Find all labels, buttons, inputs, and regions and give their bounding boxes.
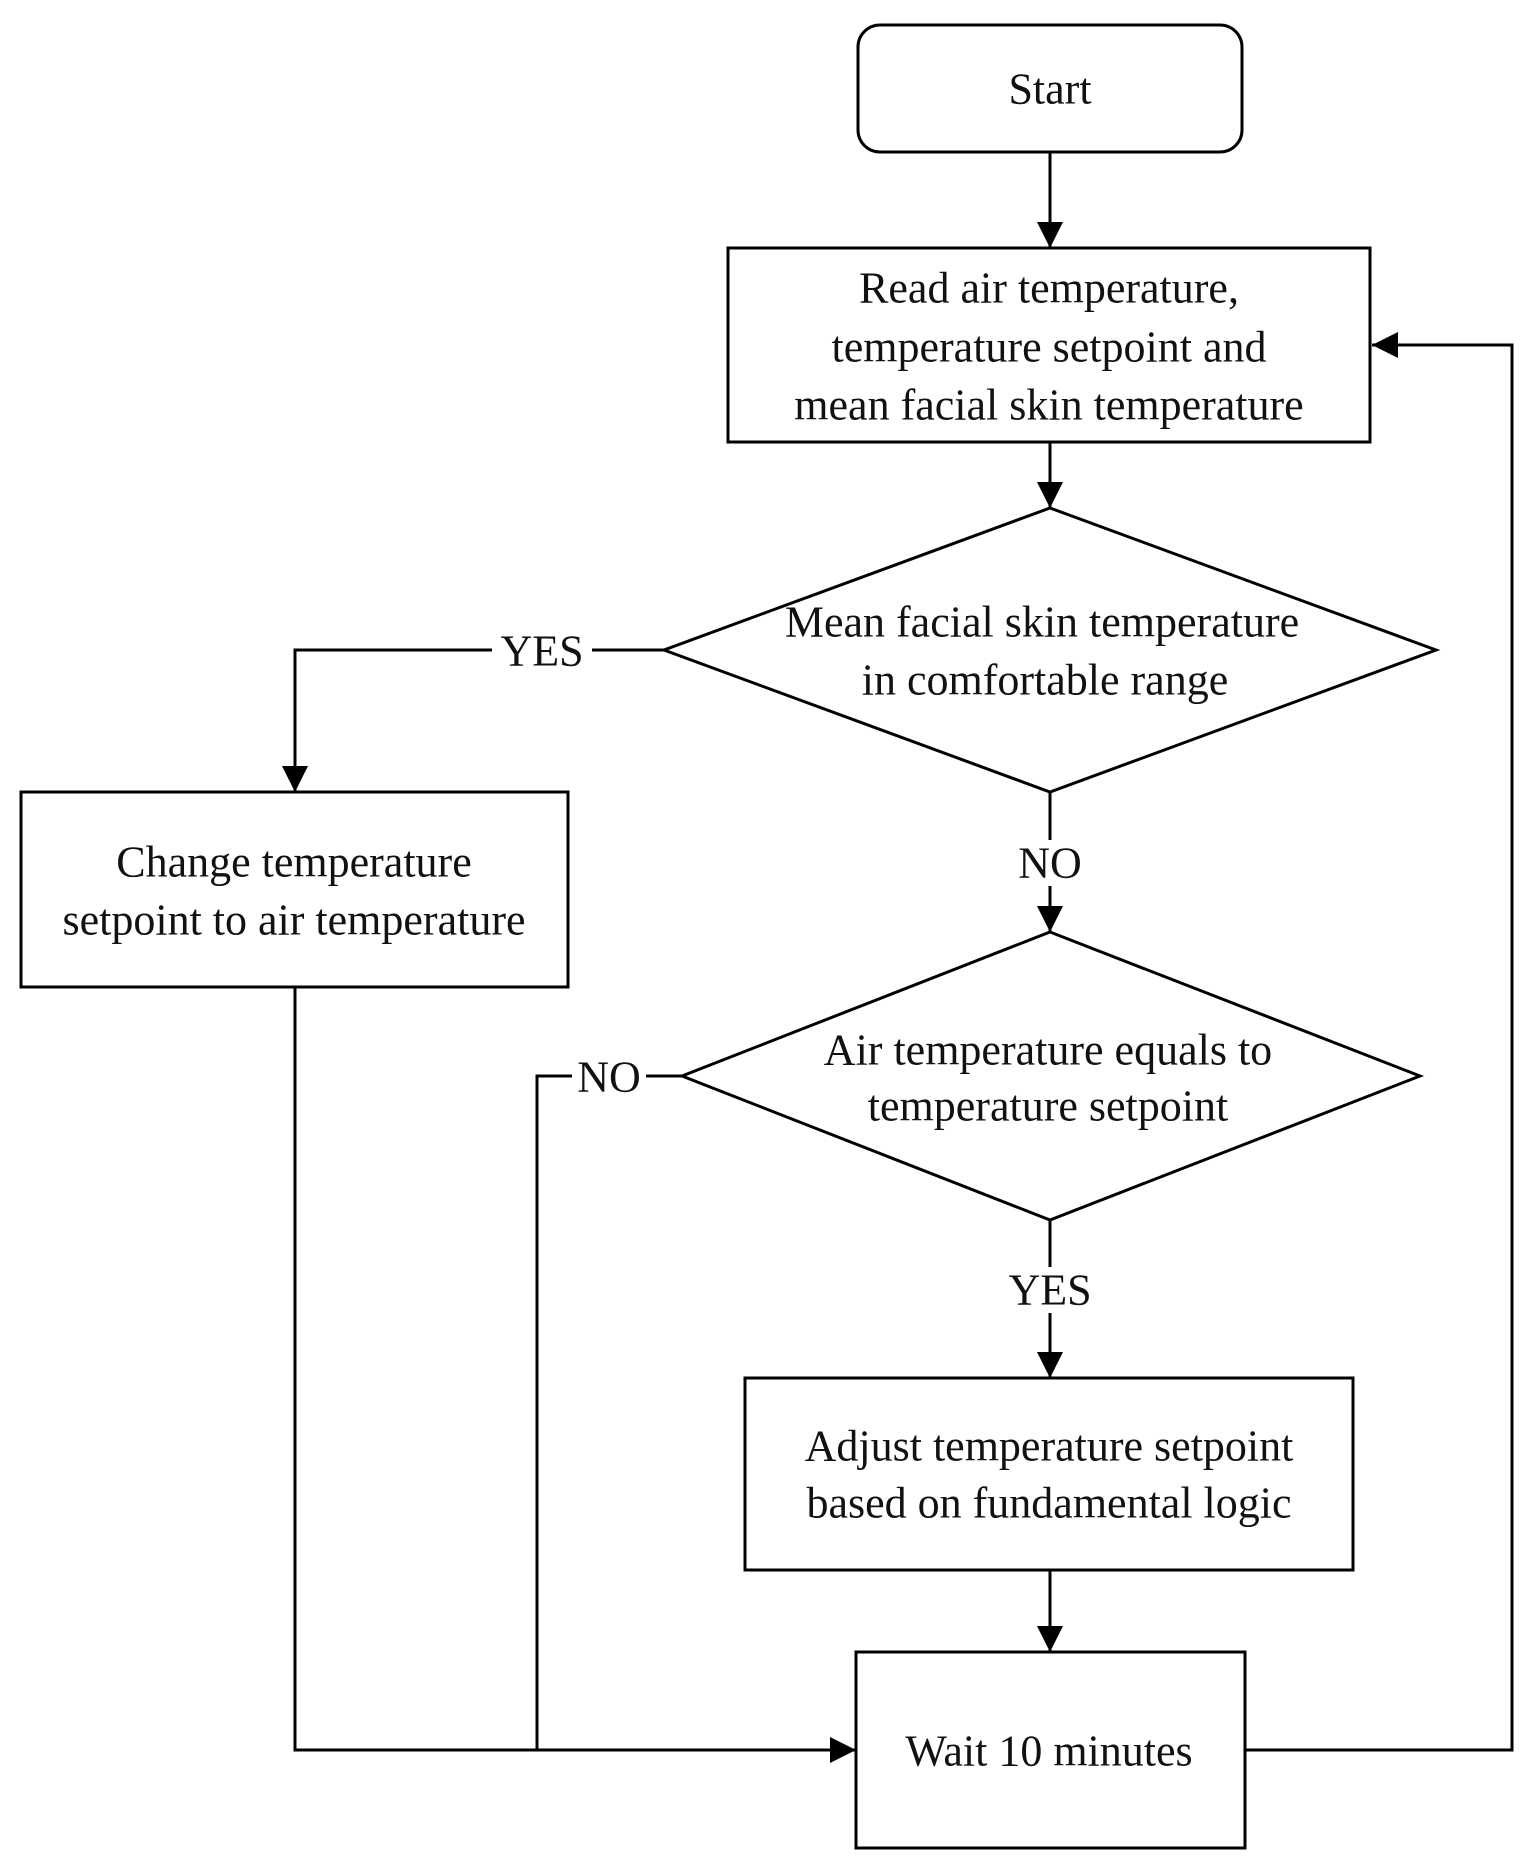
edge-equal-no-to-wait	[535, 1074, 682, 1750]
comfort-no-label-bg	[1010, 840, 1090, 886]
edge-comfort-yes-to-change	[282, 648, 664, 792]
start-label: Start	[1008, 65, 1091, 114]
read-inputs-box	[726, 246, 1372, 444]
adjust-setpoint-line-2: based on fundamental logic	[806, 1479, 1291, 1528]
wait-box	[854, 1650, 1247, 1850]
wait-label: Wait 10 minutes	[905, 1727, 1192, 1776]
start-node	[856, 23, 1244, 154]
equal-no-label-bg	[572, 1055, 646, 1099]
change-setpoint-line-1: Change temperature	[116, 838, 472, 887]
comfort-no-label: NO	[1018, 839, 1082, 888]
comfort-decision-line-1: Mean facial skin temperature	[785, 598, 1299, 647]
read-inputs-line-1: Read air temperature,	[859, 264, 1239, 313]
comfort-yes-label: YES	[500, 627, 583, 676]
equal-decision-line-1: Air temperature equals to	[824, 1026, 1272, 1075]
edge-wait-loop-to-read	[1245, 332, 1514, 1752]
edge-change-to-wait	[293, 987, 856, 1763]
change-setpoint-box	[19, 790, 570, 989]
equal-yes-label: YES	[1008, 1266, 1091, 1315]
comfort-yes-label-bg	[492, 628, 592, 674]
comfort-decision-line-2: in comfortable range	[862, 656, 1229, 705]
equal-no-label: NO	[577, 1053, 641, 1102]
read-inputs-line-2: temperature setpoint and	[832, 323, 1267, 372]
adjust-setpoint-box	[743, 1376, 1355, 1572]
equal-yes-label-bg	[1000, 1267, 1100, 1313]
adjust-setpoint-line-1: Adjust temperature setpoint	[805, 1422, 1294, 1471]
comfort-range-decision	[659, 506, 1441, 794]
equal-decision-line-2: temperature setpoint	[868, 1082, 1228, 1131]
air-equals-setpoint-decision	[677, 930, 1425, 1222]
read-inputs-line-3: mean facial skin temperature	[794, 381, 1303, 430]
change-setpoint-line-2: setpoint to air temperature	[62, 896, 525, 945]
